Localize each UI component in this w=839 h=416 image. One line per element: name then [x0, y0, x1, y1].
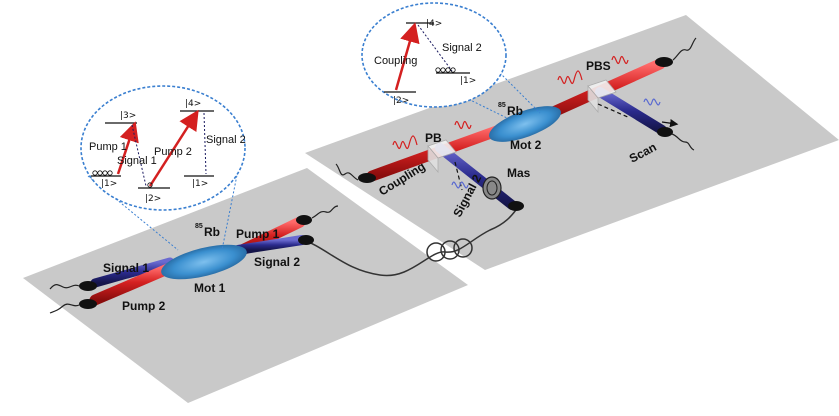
inset-right-signal2: Signal 2 — [442, 42, 482, 54]
inset-right-atoms — [435, 67, 456, 73]
pump2-beam — [89, 262, 176, 306]
label-rb-mass-right: 85 — [498, 102, 506, 109]
mas-lens-icon — [482, 176, 502, 200]
pbs-cube — [587, 79, 617, 114]
label-rb-left: Rb — [204, 225, 220, 239]
dashed-path — [454, 103, 631, 191]
inset-right-transitions — [394, 22, 453, 91]
label-mot2: Mot 2 — [510, 138, 542, 152]
signal2-input-beam — [435, 143, 517, 210]
fiber-link — [299, 204, 521, 277]
platform-left — [23, 168, 468, 403]
inset-left-level4: |4> — [185, 99, 201, 109]
right-fiber-tips — [358, 57, 673, 211]
inset-right-level4: |4> — [426, 19, 442, 29]
signal2-beam — [233, 235, 307, 255]
label-signal1: Signal 1 — [103, 261, 149, 275]
label-pb: PB — [425, 131, 442, 145]
inset-left-level3: |3> — [120, 111, 136, 121]
label-signal2: Signal 2 — [254, 255, 300, 269]
signal1-beam — [90, 257, 175, 288]
blue-wave-packets — [451, 98, 661, 189]
inset-left-level1-right: |1> — [192, 179, 208, 189]
label-rb-mass-left: 85 — [195, 223, 203, 230]
left-fiber-tails — [49, 205, 339, 314]
inset-right-level1: |1> — [460, 76, 476, 86]
label-pump1: Pump 1 — [236, 227, 280, 241]
label-pump2: Pump 2 — [122, 299, 166, 313]
inset-left-signal1: Signal 1 — [117, 155, 157, 167]
red-wave-packets — [392, 56, 629, 149]
inset-right-level2: |2> — [393, 96, 409, 106]
inset-left-transitions — [116, 109, 207, 187]
left-fiber-tips — [79, 215, 314, 309]
inset-left-pump2: Pump 2 — [154, 146, 192, 158]
right-fiber-tails — [335, 37, 697, 181]
inset-left-level2: |2> — [145, 194, 161, 204]
fiber-coil — [426, 238, 473, 262]
label-pbs: PBS — [586, 59, 611, 73]
inset-left-pump1: Pump 1 — [89, 141, 127, 153]
scan-arrow — [661, 118, 679, 128]
scan-beam — [595, 87, 667, 135]
platform-right — [305, 15, 839, 270]
label-mot1: Mot 1 — [194, 281, 226, 295]
label-mas: Mas — [507, 166, 531, 180]
inset-left-level1-left: |1> — [101, 179, 117, 189]
mot1-atom-cloud — [161, 244, 247, 280]
inset-left-atoms — [92, 170, 153, 188]
inset-left-circle — [80, 85, 246, 211]
pb-cube — [427, 139, 457, 174]
label-rb-right: Rb — [507, 104, 523, 118]
left-beams — [89, 216, 307, 306]
mot2-atom-cloud — [489, 106, 561, 142]
inset-right-coupling: Coupling — [374, 55, 417, 67]
inset-left-signal2: Signal 2 — [206, 134, 246, 146]
